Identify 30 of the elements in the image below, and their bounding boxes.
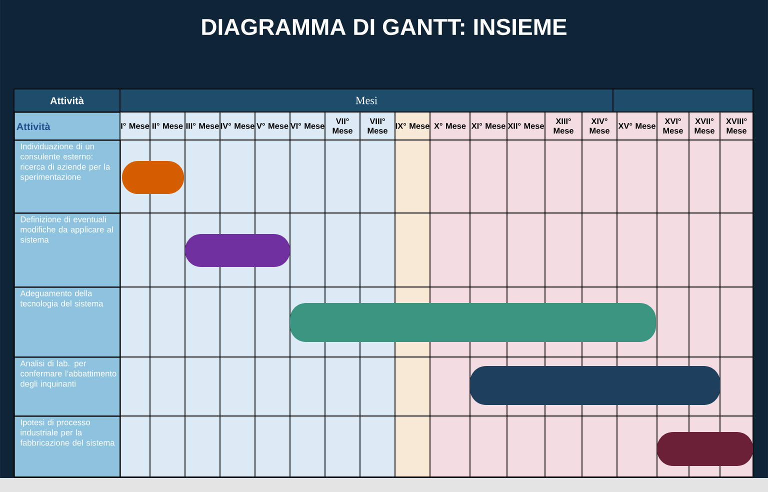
- gantt-bar: [657, 432, 753, 466]
- month-header-cell: IX° Mese: [396, 123, 430, 129]
- table-header-cell: Attività: [14, 112, 121, 141]
- gantt-bar: [185, 234, 290, 267]
- month-header-cell: II° Mese: [152, 123, 183, 129]
- month-header-cell: XVIII° Mese: [726, 118, 747, 134]
- activity-cell: Analisi di lab. per confermare l’abbattimento degli inquinanti: [14, 357, 121, 417]
- month-header-cell: XVI° Mese: [663, 118, 683, 134]
- gantt-bar: [470, 366, 720, 405]
- month-header-cell: IV° Mese: [220, 123, 254, 129]
- month-header-cell: XI° Mese: [471, 123, 506, 129]
- month-header-cell: XVII° Mese: [694, 118, 714, 134]
- month-header-cell: XV° Mese: [618, 123, 656, 129]
- activity-cell: Ipotesi di processo industriale per la fabbricazione del sistema: [14, 416, 121, 478]
- slide-title: DIAGRAMMA DI GANTT: INSIEME: [202, 18, 566, 36]
- gantt-bar: [290, 303, 656, 342]
- month-header-cell: VIII° Mese: [368, 118, 388, 134]
- month-header-cell: XII° Mese: [508, 123, 544, 129]
- gantt-bar: [122, 161, 184, 194]
- month-header-cell: X° Mese: [434, 123, 466, 129]
- table-header-cell: Attività: [14, 88, 120, 112]
- month-header-cell: XIII° Mese: [554, 118, 574, 134]
- activity-cell: Definizione di eventuali modifiche da applicare al sistema: [14, 213, 121, 288]
- activity-cell: Adeguamento della tecnologia del sistema: [14, 287, 121, 358]
- month-header-cell: I° Mese: [121, 123, 150, 129]
- month-header-cell: III° Mese: [186, 123, 219, 129]
- month-header-cell: XIV° Mese: [590, 118, 610, 134]
- month-header-cell: VII° Mese: [332, 118, 352, 134]
- month-header-cell: VI° Mese: [290, 123, 324, 129]
- month-header-cell: V° Mese: [256, 123, 288, 129]
